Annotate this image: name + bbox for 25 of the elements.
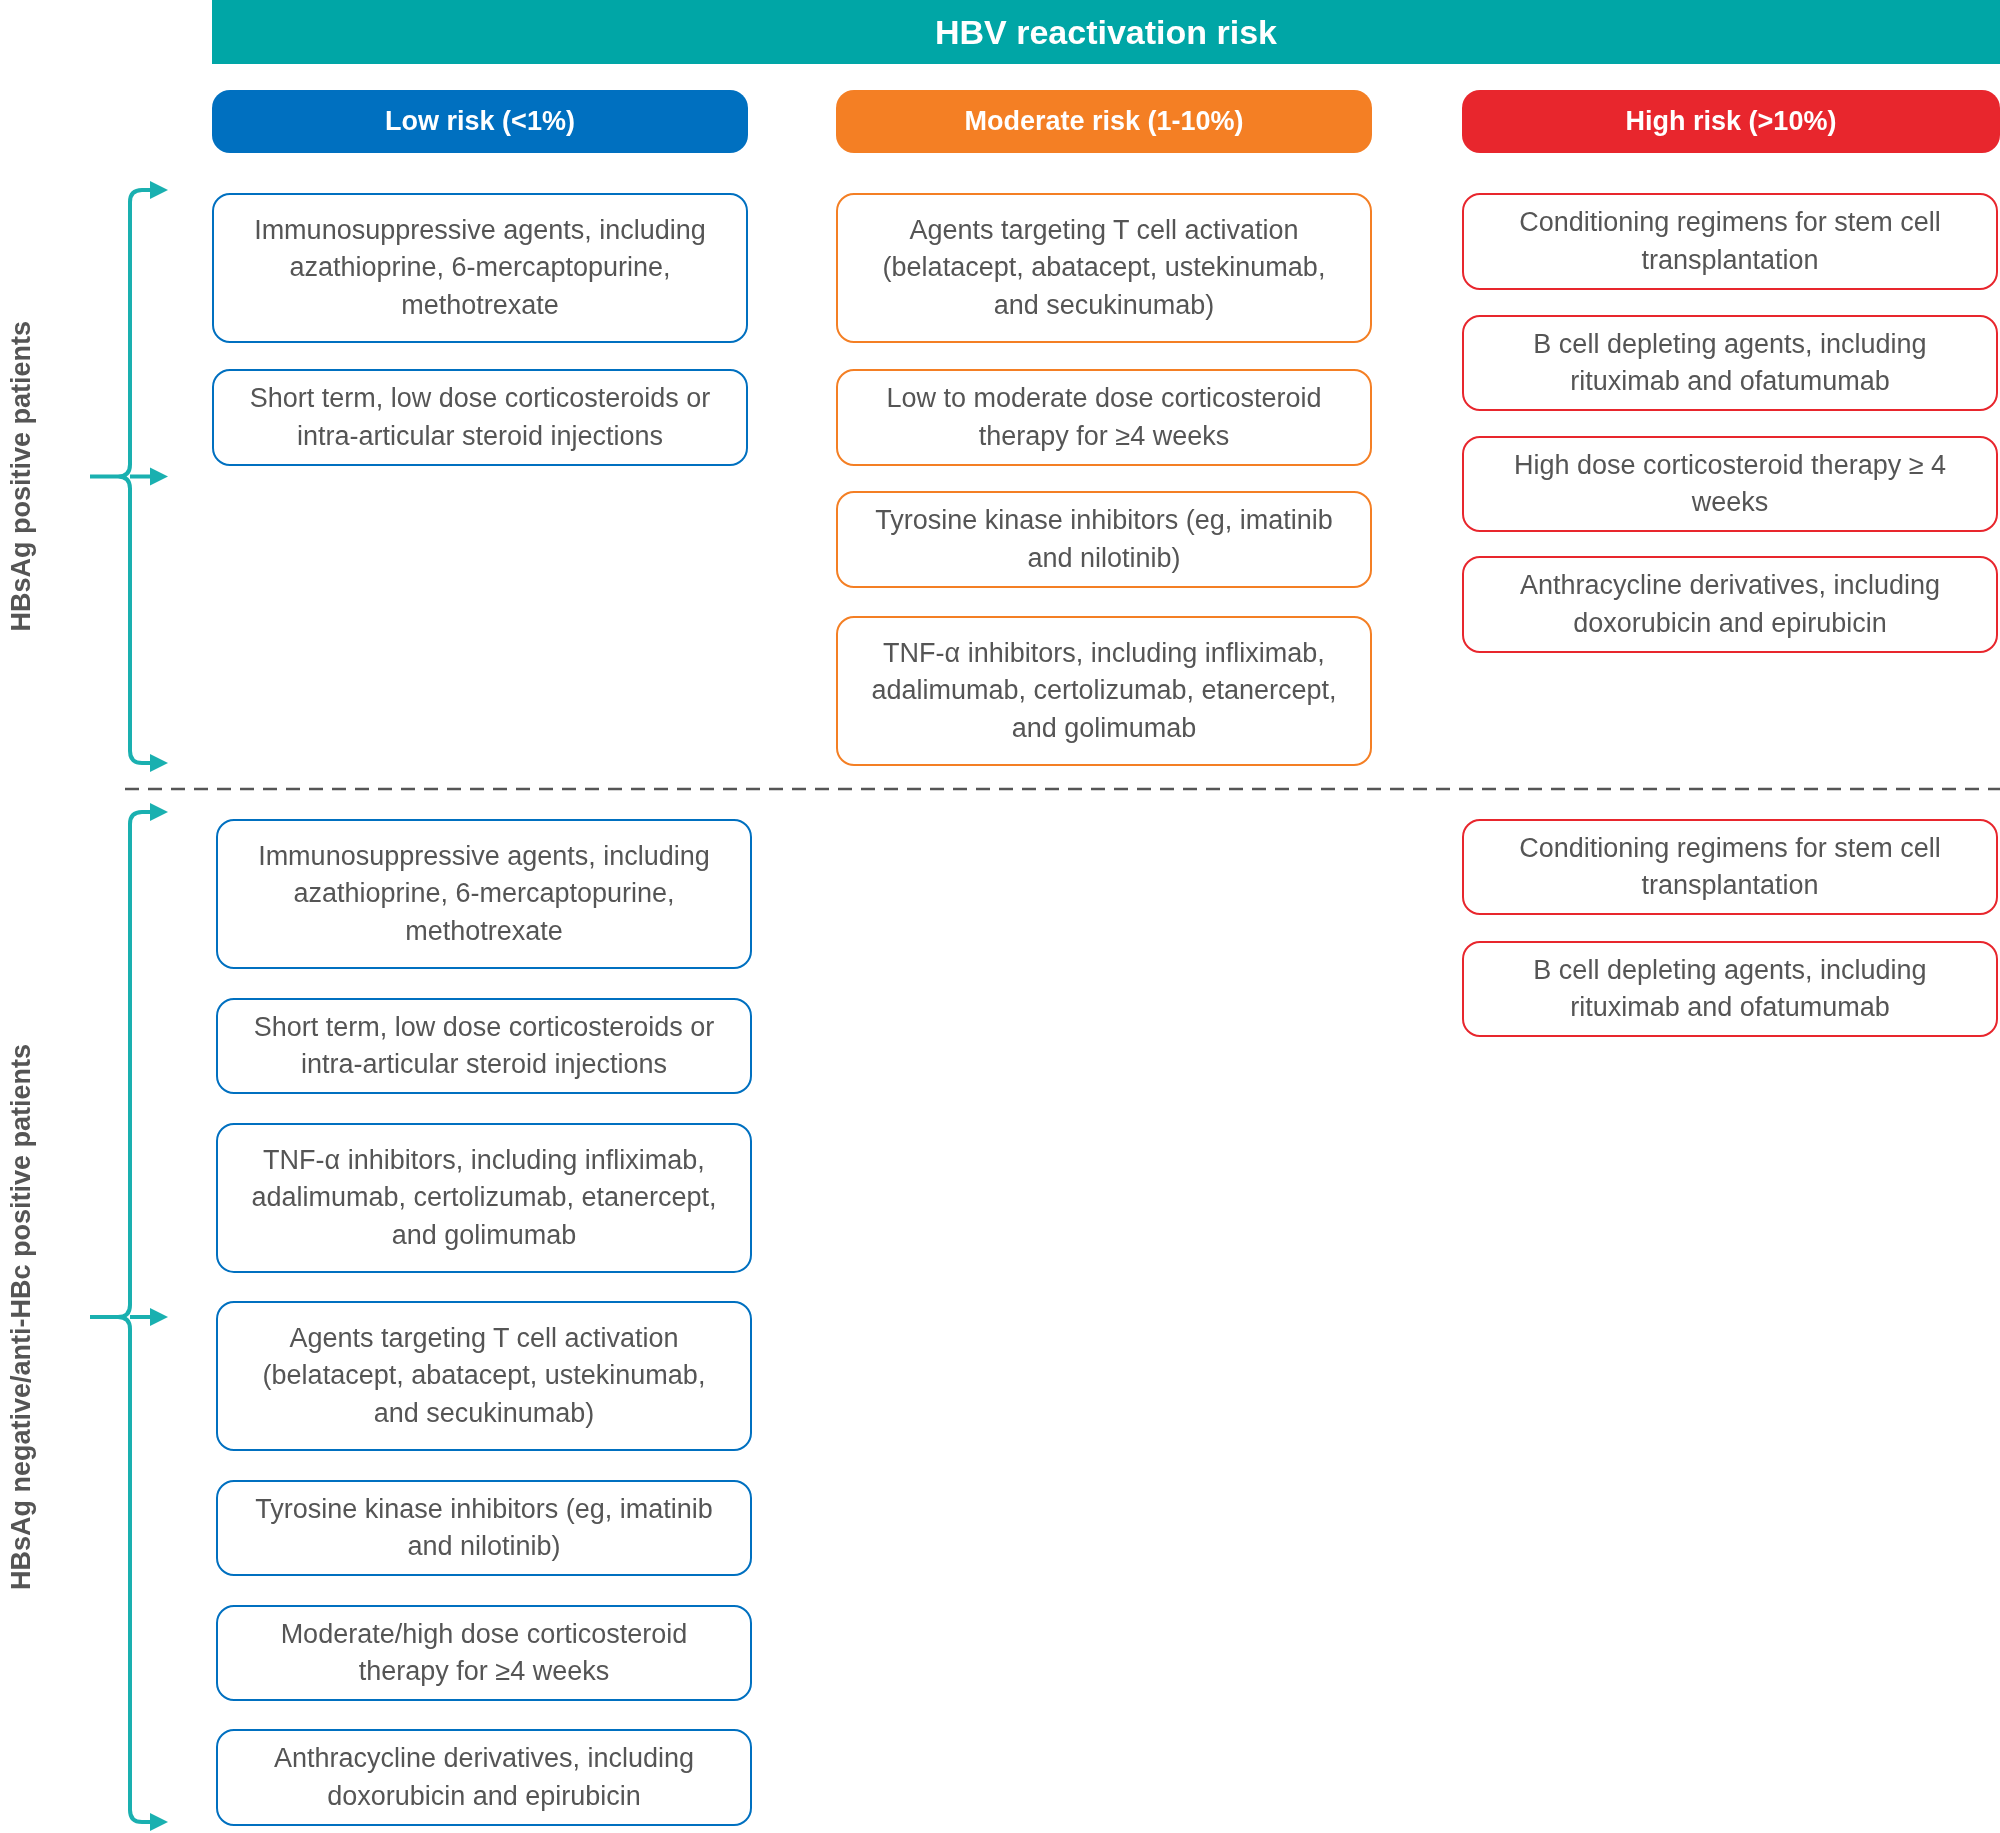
title-banner: HBV reactivation risk [212, 0, 2000, 64]
drug-box: Conditioning regimens for stem cell transplantation [1462, 819, 1998, 915]
drug-box: Tyrosine kinase inhibitors (eg, imatinib and nilotinib) [836, 491, 1372, 588]
drug-box: Immunosuppressive agents, including azathioprine, 6-mercaptopurine, methotrexate [212, 193, 748, 343]
row-label: HBsAg positive patients [5, 321, 37, 632]
column-header: Low risk (<1%) [212, 90, 748, 153]
row-label: HBsAg negative/anti-HBc positive patients [5, 1044, 37, 1591]
drug-box: TNF-α inhibitors, including infliximab, adalimumab, certolizumab, etanercept, and golimumab [836, 616, 1372, 766]
drug-box: B cell depleting agents, including rituximab and ofatumumab [1462, 315, 1998, 411]
drug-box: Conditioning regimens for stem cell transplantation [1462, 193, 1998, 290]
drug-box: B cell depleting agents, including rituximab and ofatumumab [1462, 941, 1998, 1037]
drug-box: Agents targeting T cell activation (belatacept, abatacept, ustekinumab, and secukinumab) [836, 193, 1372, 343]
drug-box: Short term, low dose corticosteroids or intra-articular steroid injections [216, 998, 752, 1094]
drug-box: Anthracycline derivatives, including doxorubicin and epirubicin [1462, 556, 1998, 653]
drug-box: Immunosuppressive agents, including azathioprine, 6-mercaptopurine, methotrexate [216, 819, 752, 969]
drug-box: Moderate/high dose corticosteroid therapy for ≥4 weeks [216, 1605, 752, 1701]
drug-box: High dose corticosteroid therapy ≥ 4 weeks [1462, 436, 1998, 532]
drug-box: TNF-α inhibitors, including infliximab, adalimumab, certolizumab, etanercept, and golimumab [216, 1123, 752, 1273]
drug-box: Agents targeting T cell activation (belatacept, abatacept, ustekinumab, and secukinumab) [216, 1301, 752, 1451]
drug-box: Short term, low dose corticosteroids or intra-articular steroid injections [212, 369, 748, 466]
column-header: Moderate risk (1-10%) [836, 90, 1372, 153]
drug-box: Tyrosine kinase inhibitors (eg, imatinib and nilotinib) [216, 1480, 752, 1576]
drug-box: Low to moderate dose corticosteroid therapy for ≥4 weeks [836, 369, 1372, 466]
drug-box: Anthracycline derivatives, including doxorubicin and epirubicin [216, 1729, 752, 1826]
column-header: High risk (>10%) [1462, 90, 2000, 153]
